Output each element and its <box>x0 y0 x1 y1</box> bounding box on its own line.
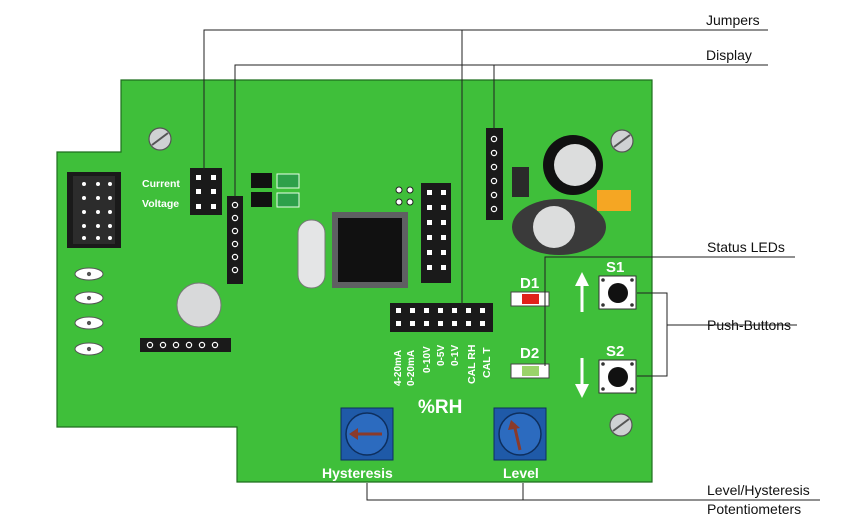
microcontroller-chip <box>332 212 408 288</box>
orange-component <box>597 190 631 211</box>
button-label-s1: S1 <box>606 259 624 276</box>
jumper-label-voltage: Voltage <box>142 198 179 210</box>
inductor <box>512 199 606 255</box>
callout-jumpers: Jumpers <box>706 12 760 28</box>
pot-label-hysteresis: Hysteresis <box>322 465 393 481</box>
output-range-jumper <box>390 303 493 332</box>
mode-label: %RH <box>418 397 462 418</box>
callout-display: Display <box>706 47 752 63</box>
push-button-s1[interactable] <box>598 275 637 310</box>
callout-status-leds: Status LEDs <box>707 239 785 255</box>
solder-pads <box>74 267 104 356</box>
callout-lines <box>203 29 820 501</box>
terminal-connector <box>67 172 121 248</box>
bottom-header <box>140 338 231 352</box>
test-pads <box>395 186 414 206</box>
buzzer <box>176 282 222 328</box>
push-button-s2[interactable] <box>598 359 637 394</box>
display-connector <box>486 128 503 220</box>
led-label-d1: D1 <box>520 275 539 292</box>
range-label-0-20ma: 0-20mA <box>406 350 417 386</box>
regulator <box>512 167 529 197</box>
crystal-oscillator <box>297 219 326 289</box>
mounting-screw <box>609 413 633 437</box>
display-header <box>227 196 243 284</box>
pot-label-level: Level <box>503 465 539 481</box>
mounting-screw <box>148 127 172 151</box>
level-potentiometer[interactable] <box>493 407 547 461</box>
current-voltage-jumper <box>190 168 222 215</box>
button-label-s2: S2 <box>606 343 624 360</box>
led-d1 <box>510 291 550 307</box>
hysteresis-potentiometer[interactable] <box>340 407 394 461</box>
down-arrow-icon <box>575 358 589 398</box>
led-label-d2: D2 <box>520 345 539 362</box>
led-d2 <box>510 363 550 379</box>
callout-potentiometers-line2: Potentiometers <box>707 501 802 517</box>
range-label-4-20ma: 4-20mA <box>393 350 404 386</box>
range-label-0-5v: 0-5V <box>436 345 447 366</box>
callout-push-buttons: Push-Buttons <box>707 317 792 333</box>
capacitor <box>543 135 603 195</box>
jumper-label-current: Current <box>142 178 180 190</box>
range-labels: 4-20mA 0-20mA 0-10V 0-5V 0-1V CAL RH CAL… <box>393 345 493 386</box>
range-label-0-1v: 0-1V <box>450 345 461 366</box>
range-label-0-10v: 0-10V <box>422 346 433 373</box>
range-label-cal-rh: CAL RH <box>466 345 478 384</box>
callout-potentiometers-line1: Level/Hysteresis <box>707 482 810 498</box>
range-label-cal-t: CAL T <box>481 347 493 378</box>
mounting-screw <box>610 129 634 153</box>
up-arrow-icon <box>575 272 589 312</box>
indicator-pads <box>251 173 300 208</box>
vertical-header <box>421 183 451 283</box>
